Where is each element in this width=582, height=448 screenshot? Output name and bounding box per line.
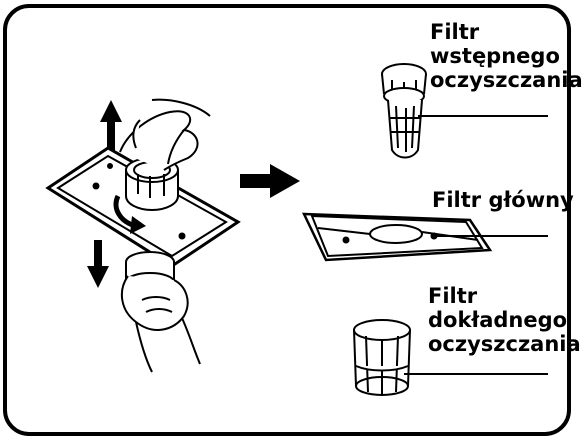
fine-filter-label: Filtr dokładnego oczyszczania — [428, 284, 581, 356]
prefilter-label-line-2: wstępnego — [430, 44, 582, 68]
arrow-up-icon — [100, 100, 122, 152]
prefilter-in-hand — [120, 100, 210, 210]
prefilter-label-line-1: Filtr — [430, 20, 582, 44]
arrow-down-icon — [87, 240, 109, 288]
prefilter-illustration — [382, 64, 426, 158]
fine-filter-in-hand — [122, 252, 200, 372]
prefilter-label: Filtr wstępnego oczyszczania — [430, 20, 582, 92]
arrow-right-icon — [240, 164, 300, 198]
fine-filter-label-line-2: dokładnego — [428, 308, 581, 332]
fine-filter-illustration — [354, 320, 410, 395]
main-filter-label: Filtr główny — [432, 188, 574, 212]
prefilter-label-line-3: oczyszczania — [430, 68, 582, 92]
main-filter-label-text: Filtr główny — [432, 188, 574, 212]
fine-filter-label-line-3: oczyszczania — [428, 332, 581, 356]
fine-filter-label-line-1: Filtr — [428, 284, 581, 308]
